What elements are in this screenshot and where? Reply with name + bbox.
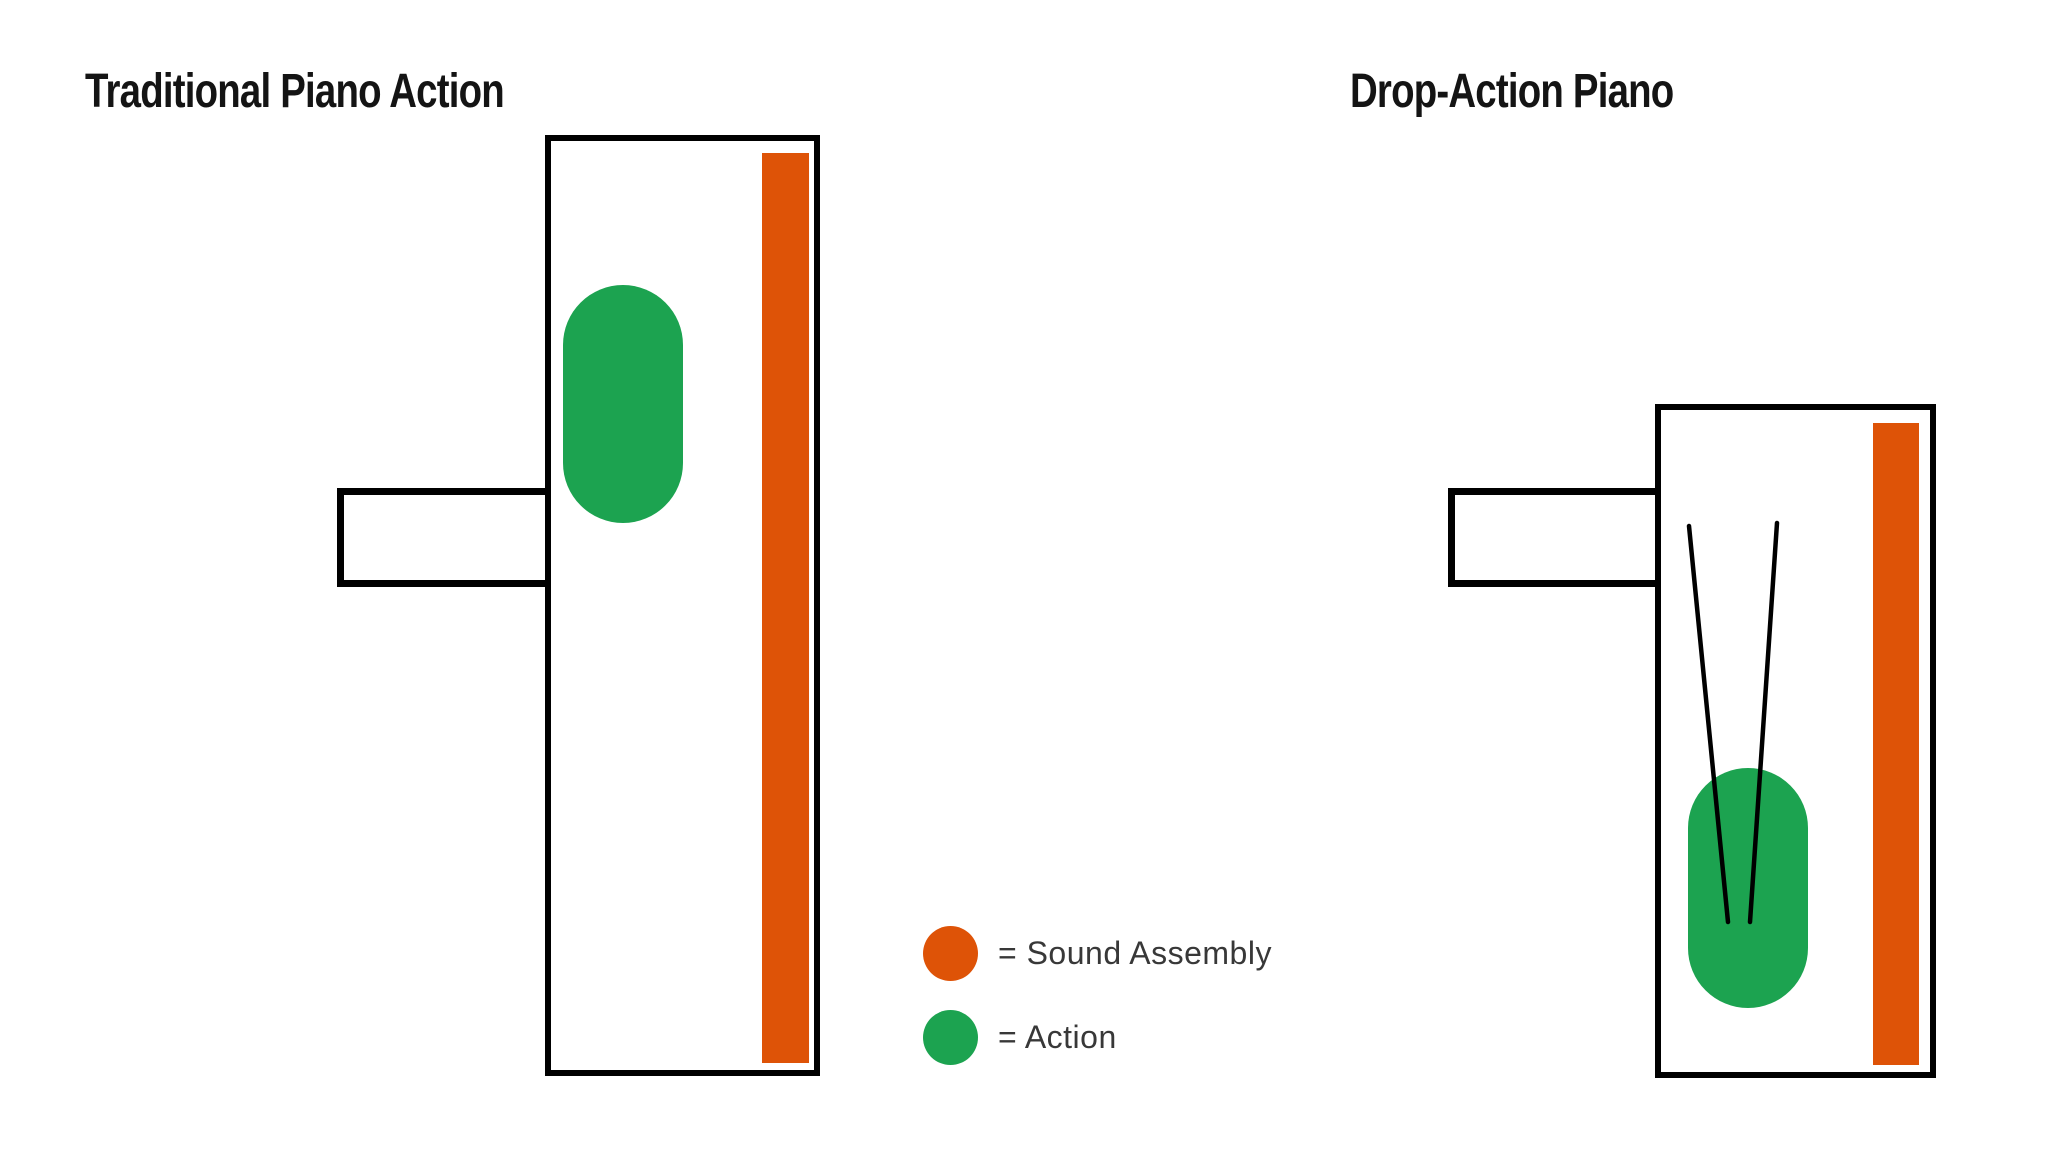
- legend-label-action: = Action: [998, 1018, 1117, 1055]
- sound-assembly-swatch-icon: [923, 925, 978, 981]
- legend-item-action: = Action: [923, 1009, 1117, 1065]
- title-drop-action-piano: Drop-Action Piano: [1350, 65, 1674, 118]
- legend-label-sound-assembly: = Sound Assembly: [998, 934, 1272, 971]
- action-swatch-icon: [923, 1009, 978, 1065]
- drop-action-key-rect: [1448, 488, 1657, 587]
- traditional-action-capsule: [563, 285, 683, 523]
- title-traditional-piano-action: Traditional Piano Action: [85, 65, 505, 118]
- traditional-sound-assembly-bar: [762, 153, 809, 1063]
- traditional-key-rect: [337, 488, 548, 587]
- legend-item-sound-assembly: = Sound Assembly: [923, 925, 1272, 981]
- drop-action-action-capsule: [1688, 768, 1808, 1008]
- drop-action-sound-assembly-bar: [1873, 423, 1919, 1065]
